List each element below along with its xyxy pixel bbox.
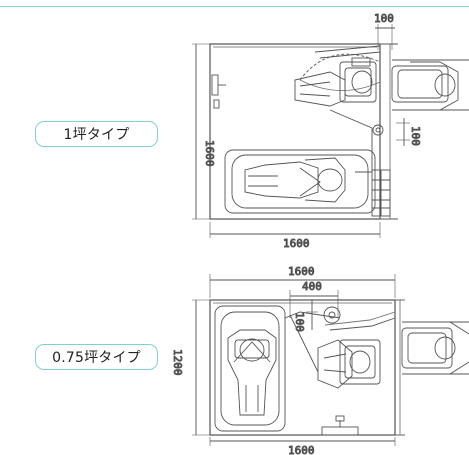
dim-depth-2: 1200 xyxy=(171,349,184,376)
plan-1tsubo: 1600 1600 100 100 xyxy=(192,12,469,250)
header-divider xyxy=(0,6,469,7)
dim-depth-1: 1600 xyxy=(203,140,216,167)
faucet-icon xyxy=(211,74,226,109)
dim-offset-2: 100 xyxy=(293,312,306,332)
type-label-075tsubo: 0.75坪タイプ xyxy=(35,344,158,370)
bathtub-1 xyxy=(224,149,376,214)
helper-person-1 xyxy=(391,59,469,111)
dim-offset-top-1: 100 xyxy=(374,12,394,25)
plan-075tsubo: 1600 400 100 1200 1600 xyxy=(171,265,469,455)
helper-person-2 xyxy=(401,321,469,375)
person-in-tub-2 xyxy=(227,329,277,416)
steps-1 xyxy=(371,169,391,217)
faucet-icon-2 xyxy=(321,415,359,436)
dim-width-1: 1600 xyxy=(283,237,310,250)
room-outline-1 xyxy=(209,43,381,220)
caregiver-wheelchair-2 xyxy=(317,339,381,389)
room-outline-2 xyxy=(209,299,396,436)
person-in-tub-1 xyxy=(244,157,346,203)
type-label-1tsubo: 1坪タイプ xyxy=(35,121,158,147)
caregiver-wheelchair-1 xyxy=(294,57,377,107)
bathtub-2 xyxy=(214,305,286,432)
dim-offset-side-1: 100 xyxy=(409,126,422,146)
dim-width-2: 1600 xyxy=(288,444,315,455)
dim-sub-width-2: 400 xyxy=(302,280,322,293)
dim-top-width-2: 1600 xyxy=(288,265,315,278)
